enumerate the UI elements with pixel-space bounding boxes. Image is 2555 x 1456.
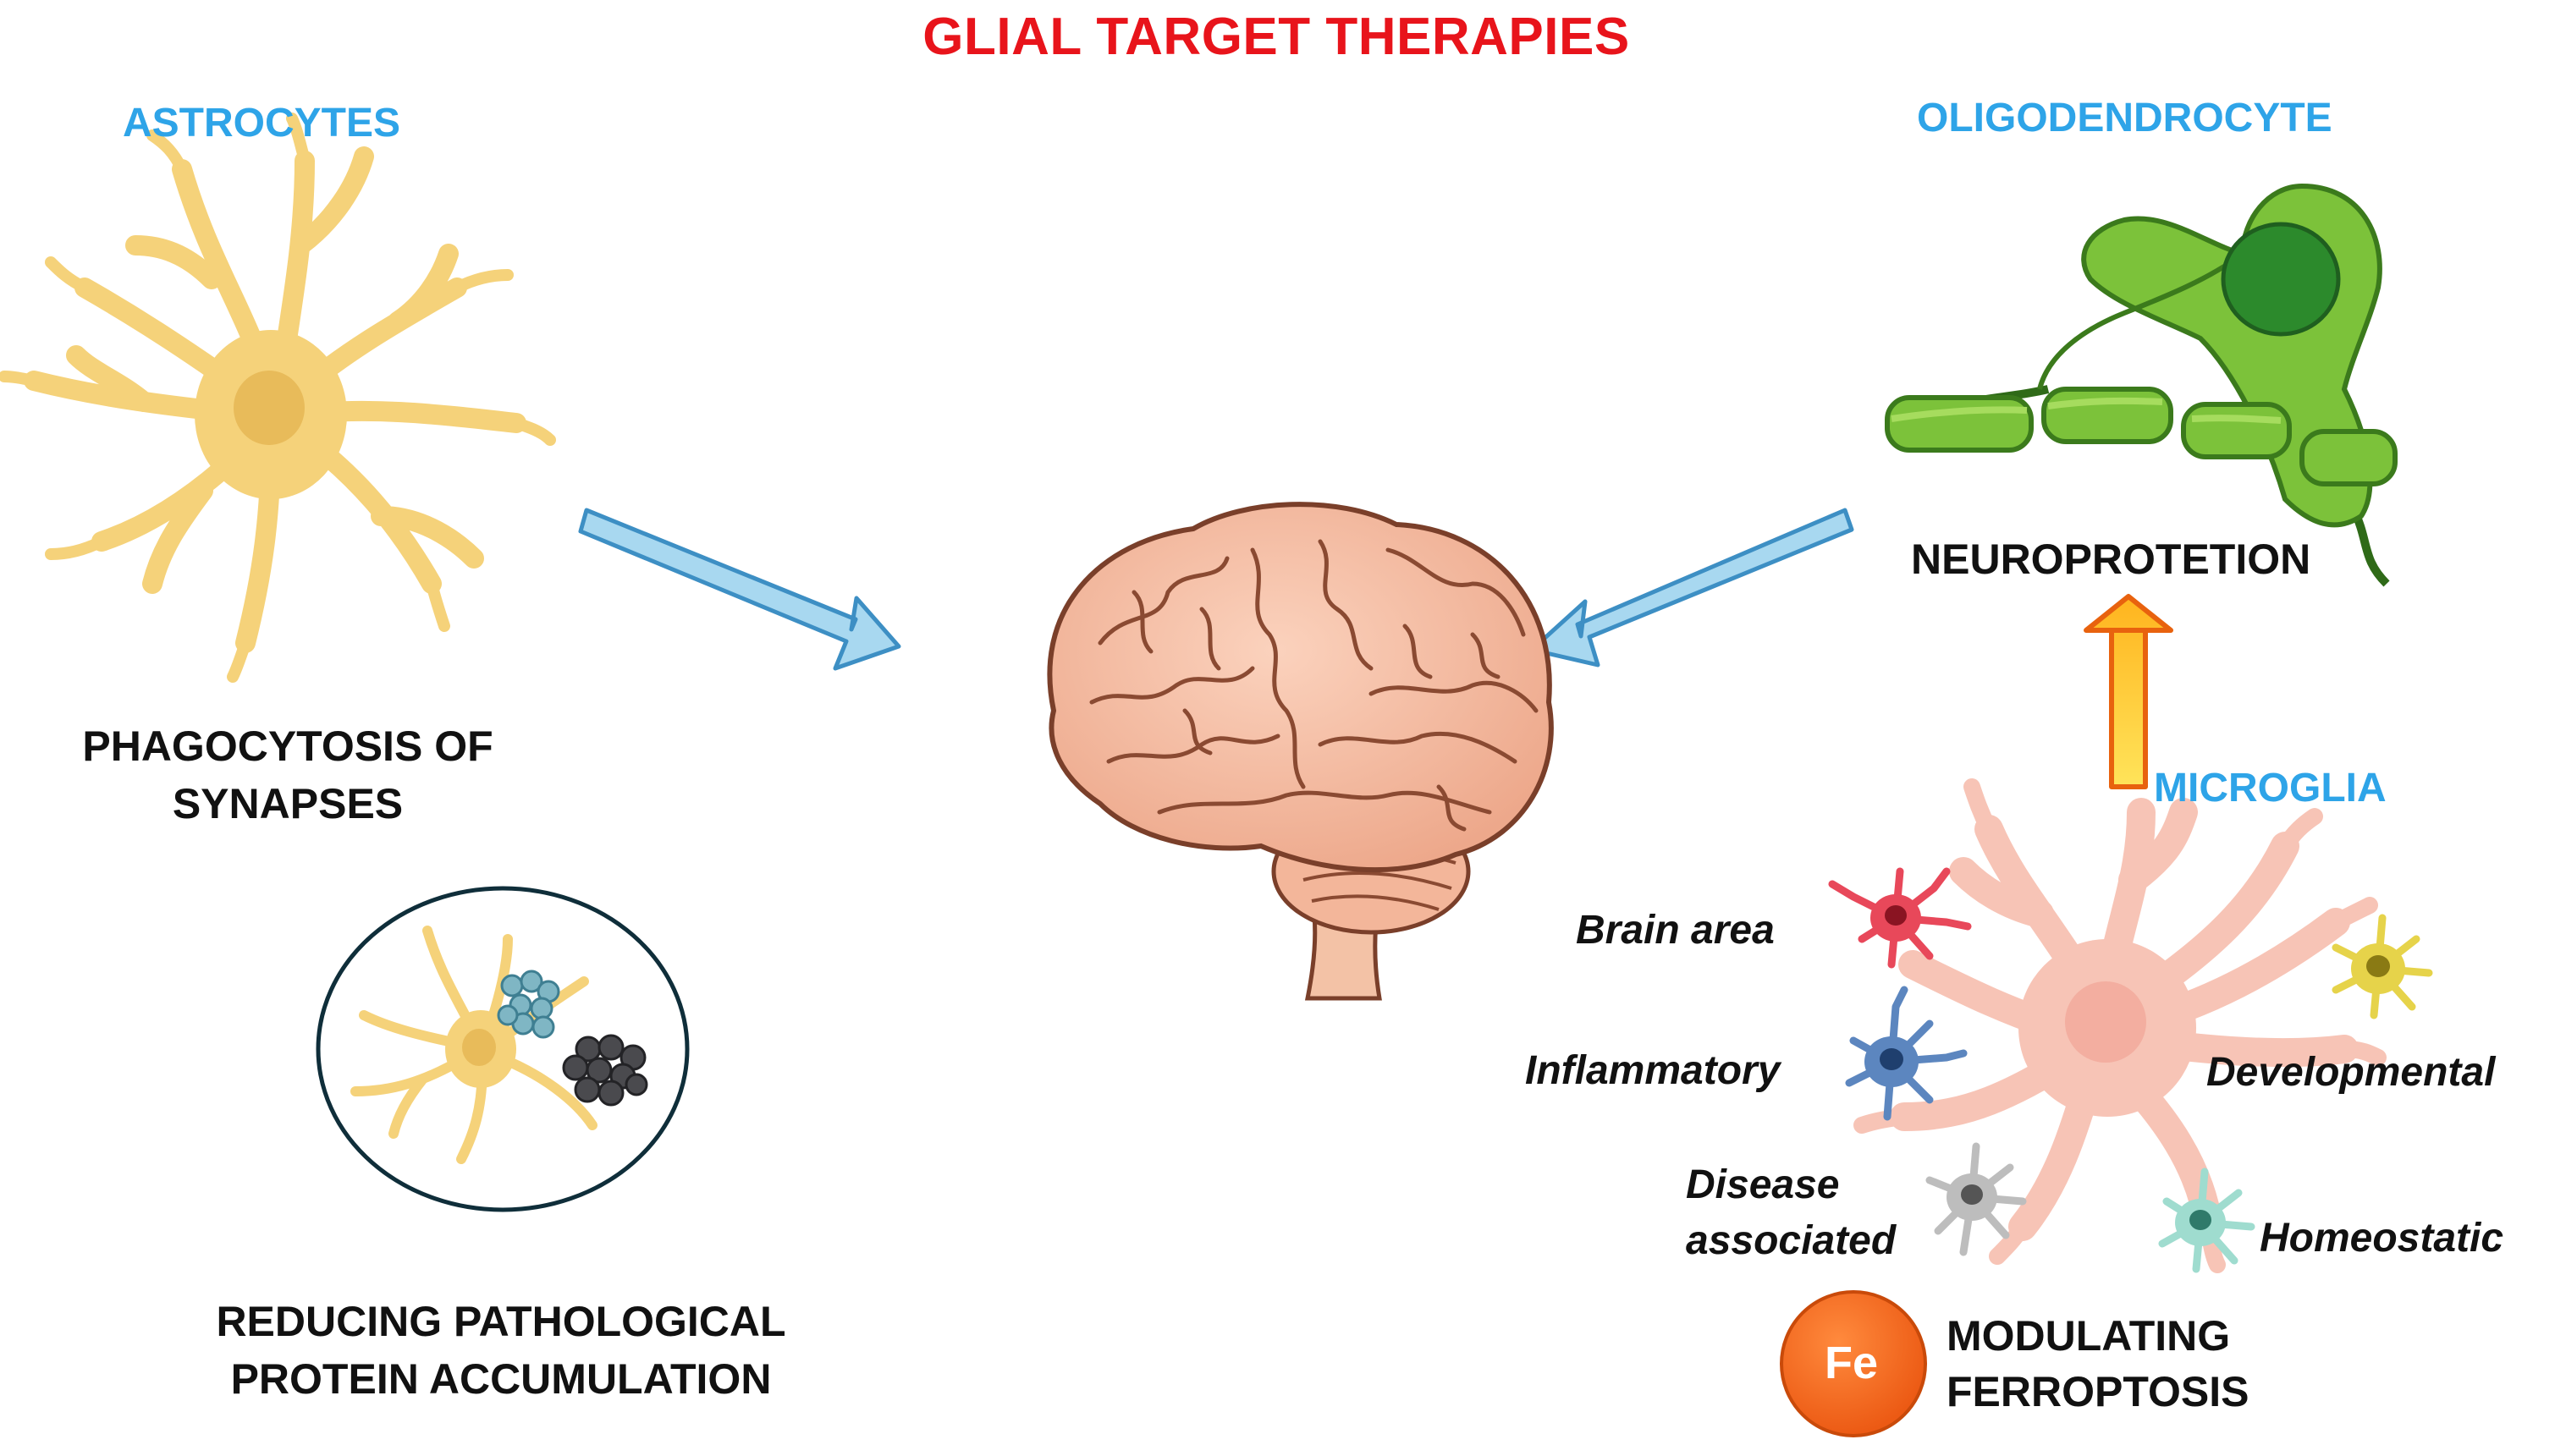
fe-symbol: Fe: [1825, 1338, 1879, 1388]
disease-cell-nucleus: [1961, 1184, 1983, 1205]
protein-accumulation-line2: PROTEIN ACCUMULATION: [230, 1355, 772, 1403]
state-developmental: Developmental: [2206, 1050, 2496, 1095]
homeostatic-cell-nucleus: [2189, 1210, 2211, 1230]
developmental-cell-nucleus: [2366, 955, 2390, 977]
protein-accumulation-line1: REDUCING PATHOLOGICAL: [216, 1298, 786, 1345]
state-disease-line2: associated: [1686, 1218, 1897, 1263]
astrocyte-effect-line1: PHAGOCYTOSIS OF: [82, 723, 493, 770]
diagram-title: GLIAL TARGET THERAPIES: [922, 8, 1630, 66]
state-disease-associated: Disease associated: [1686, 1157, 1896, 1269]
myelin-segment-1: [1885, 395, 2034, 453]
astrocytes-label: ASTROCYTES: [123, 101, 401, 146]
inflammatory-cell-nucleus: [1880, 1048, 1903, 1070]
inset-astrocyte-nucleus: [462, 1029, 496, 1066]
up-arrow-microglia-to-neuroprotection: [2084, 594, 2173, 789]
brain-illustration: [1047, 502, 1554, 1001]
teal-protein-cluster: [497, 970, 560, 1039]
state-disease-line1: Disease: [1686, 1162, 1840, 1207]
myelin-segment-3: [2181, 402, 2292, 459]
protein-accumulation-text: REDUCING PATHOLOGICAL PROTEIN ACCUMULATI…: [216, 1293, 785, 1408]
ferroptosis-text: MODULATING FERROPTOSIS: [1947, 1308, 2249, 1420]
brain-area-cell-nucleus: [1885, 905, 1907, 926]
oligodendrocyte-illustration: [1885, 183, 2398, 587]
oligodendrocyte-label: OLIGODENDROCYTE: [1917, 96, 2332, 140]
state-inflammatory: Inflammatory: [1525, 1048, 1781, 1093]
ferroptosis-line2: FERROPTOSIS: [1947, 1368, 2249, 1415]
astrocyte-nucleus: [234, 371, 305, 445]
astrocyte-effect-text: PHAGOCYTOSIS OF SYNAPSES: [82, 717, 493, 832]
neuroprotection-label: NEUROPROTETION: [1911, 536, 2311, 583]
ferroptosis-line1: MODULATING: [1947, 1312, 2231, 1360]
iron-fe-icon: [1780, 1290, 1927, 1437]
microglia-nucleus: [2065, 981, 2146, 1063]
arrow-oligodendrocyte-to-brain: [1529, 508, 1854, 668]
arrow-astrocyte-to-brain: [578, 508, 901, 671]
state-homeostatic: Homeostatic: [2260, 1216, 2504, 1261]
microglia-label: MICROGLIA: [2154, 766, 2387, 810]
dark-protein-cluster: [562, 1034, 648, 1107]
myelin-segment-4: [2299, 429, 2398, 486]
state-brain-area: Brain area: [1576, 908, 1775, 953]
myelin-segment-2: [2041, 387, 2173, 444]
astrocyte-effect-line2: SYNAPSES: [172, 780, 404, 827]
